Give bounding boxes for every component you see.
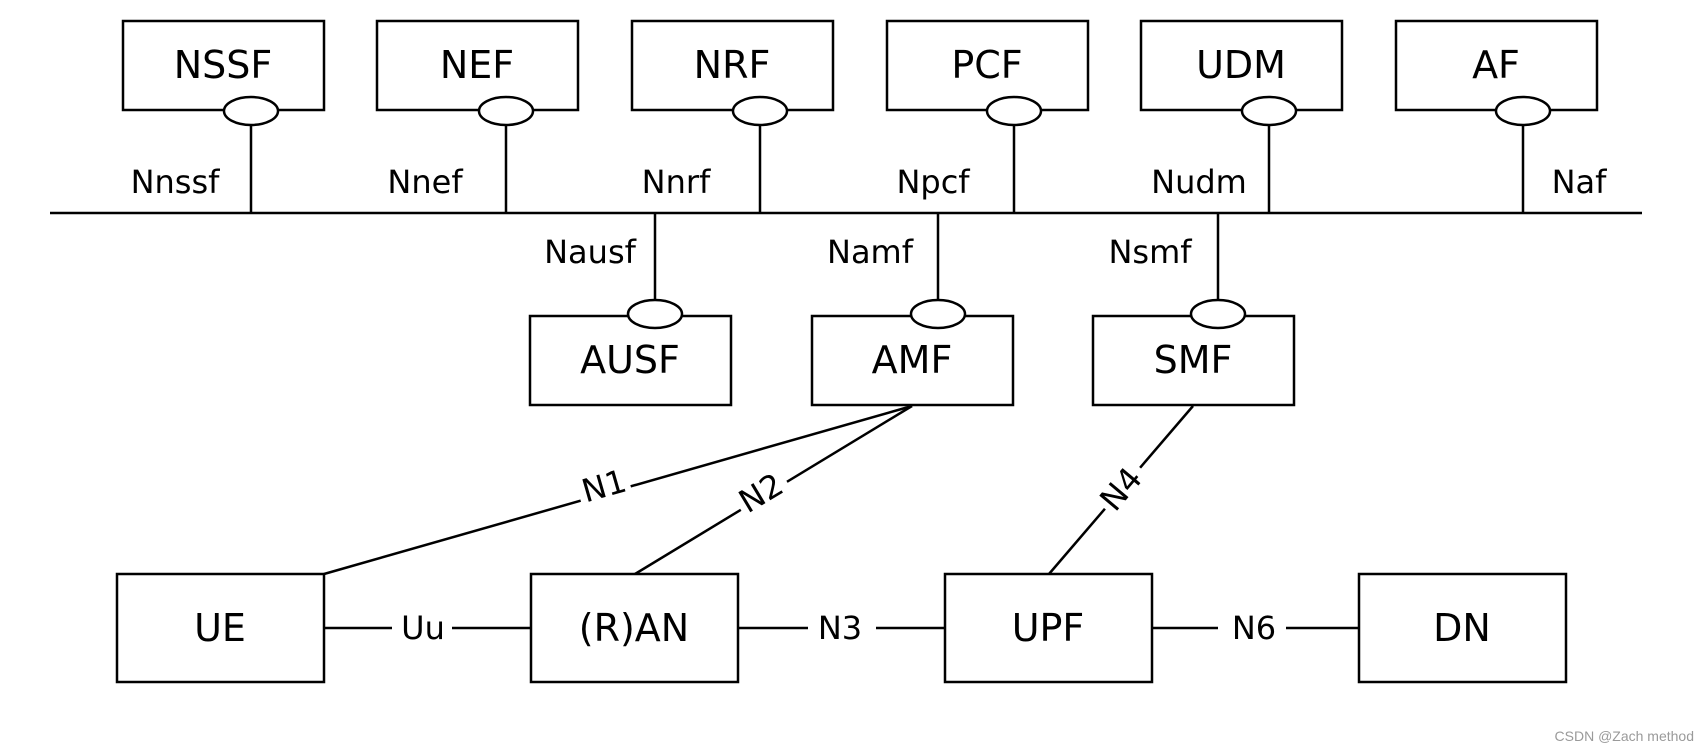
nf-udm-label: UDM — [1196, 43, 1286, 87]
iface-nnef: Nnef — [387, 163, 463, 201]
nf-ausf: AUSF Nausf — [528, 213, 733, 407]
nf-smf: SMF Nsmf — [1091, 213, 1296, 407]
node-upf-label: UPF — [1012, 606, 1085, 650]
nf-af-label: AF — [1472, 43, 1520, 87]
node-ue-label: UE — [194, 606, 246, 650]
node-ue: UE — [115, 572, 326, 684]
iface-npcf: Npcf — [896, 163, 970, 201]
iface-nausf: Nausf — [544, 233, 637, 271]
nf-pcf: PCF Npcf — [885, 19, 1090, 213]
nef-port — [477, 95, 535, 127]
node-dn-label: DN — [1433, 606, 1491, 650]
label-uu: Uu — [401, 609, 445, 647]
label-n4: N4 — [1092, 460, 1150, 518]
nf-amf-label: AMF — [872, 338, 953, 382]
watermark: CSDN @Zach method — [1555, 728, 1694, 744]
label-n6: N6 — [1232, 609, 1276, 647]
nf-ausf-label: AUSF — [580, 338, 680, 382]
iface-nnrf: Nnrf — [642, 163, 711, 201]
link-n4: N4 — [1048, 405, 1194, 575]
nf-amf: AMF Namf — [810, 213, 1015, 407]
nf-nrf-label: NRF — [694, 43, 771, 87]
pcf-port — [985, 95, 1043, 127]
nf-nssf-label: NSSF — [174, 43, 273, 87]
node-ran: (R)AN — [529, 572, 740, 684]
node-ran-label: (R)AN — [579, 606, 689, 650]
label-n3: N3 — [818, 609, 862, 647]
link-n1: N1 — [323, 404, 913, 576]
iface-nsmf: Nsmf — [1108, 233, 1192, 271]
nrf-port — [731, 95, 789, 127]
af-port — [1494, 95, 1552, 127]
smf-port — [1189, 298, 1247, 330]
nf-smf-label: SMF — [1154, 338, 1233, 382]
link-n2: N2 — [634, 404, 913, 576]
node-dn: DN — [1357, 572, 1568, 684]
nf-nrf: NRF Nnrf — [630, 19, 835, 213]
nssf-port — [222, 95, 280, 127]
link-n3: N3 — [738, 608, 945, 648]
iface-nnssf: Nnssf — [131, 163, 221, 201]
link-uu: Uu — [325, 608, 531, 648]
iface-naf: Naf — [1552, 163, 1608, 201]
nf-pcf-label: PCF — [951, 43, 1022, 87]
nf-nef: NEF Nnef — [375, 19, 580, 213]
link-n6: N6 — [1153, 608, 1359, 648]
udm-port — [1240, 95, 1298, 127]
nf-nssf: NSSF Nnssf — [121, 19, 326, 213]
nf-nef-label: NEF — [440, 43, 514, 87]
amf-port — [909, 298, 967, 330]
nf-af: AF Naf — [1394, 19, 1608, 213]
nf-udm: UDM Nudm — [1139, 19, 1344, 213]
iface-nudm: Nudm — [1151, 163, 1247, 201]
iface-namf: Namf — [827, 233, 914, 271]
node-upf: UPF — [943, 572, 1154, 684]
ausf-port — [626, 298, 684, 330]
